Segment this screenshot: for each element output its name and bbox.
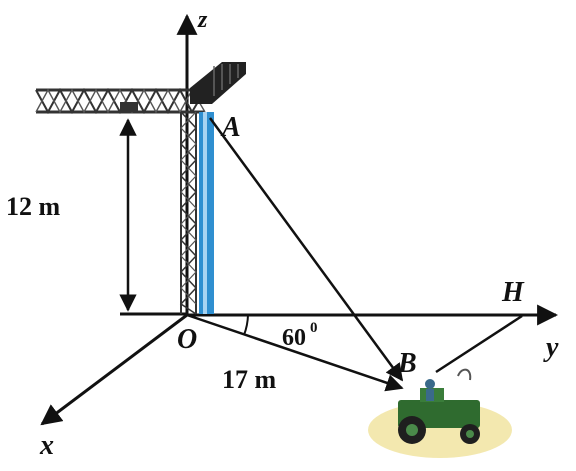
label-origin: O (177, 324, 197, 355)
label-angle: 60 (282, 325, 306, 351)
label-a: A (220, 112, 241, 143)
vector-ob (186, 313, 404, 392)
label-angle-degree: 0 (310, 320, 318, 336)
label-distance: 17 m (222, 365, 277, 394)
label-h: H (501, 277, 525, 308)
crane-top-block (190, 62, 246, 104)
cable-ab (208, 117, 404, 382)
crane-mast (179, 111, 214, 315)
tractor (398, 368, 480, 444)
crane-jib (35, 87, 206, 115)
angle-arc (243, 314, 249, 336)
label-b: B (397, 348, 417, 379)
line-hb (435, 314, 523, 374)
label-x: x (39, 430, 54, 461)
label-y: y (543, 332, 559, 363)
x-axis (40, 313, 188, 426)
label-z: z (197, 7, 208, 33)
label-height: 12 m (6, 192, 61, 221)
